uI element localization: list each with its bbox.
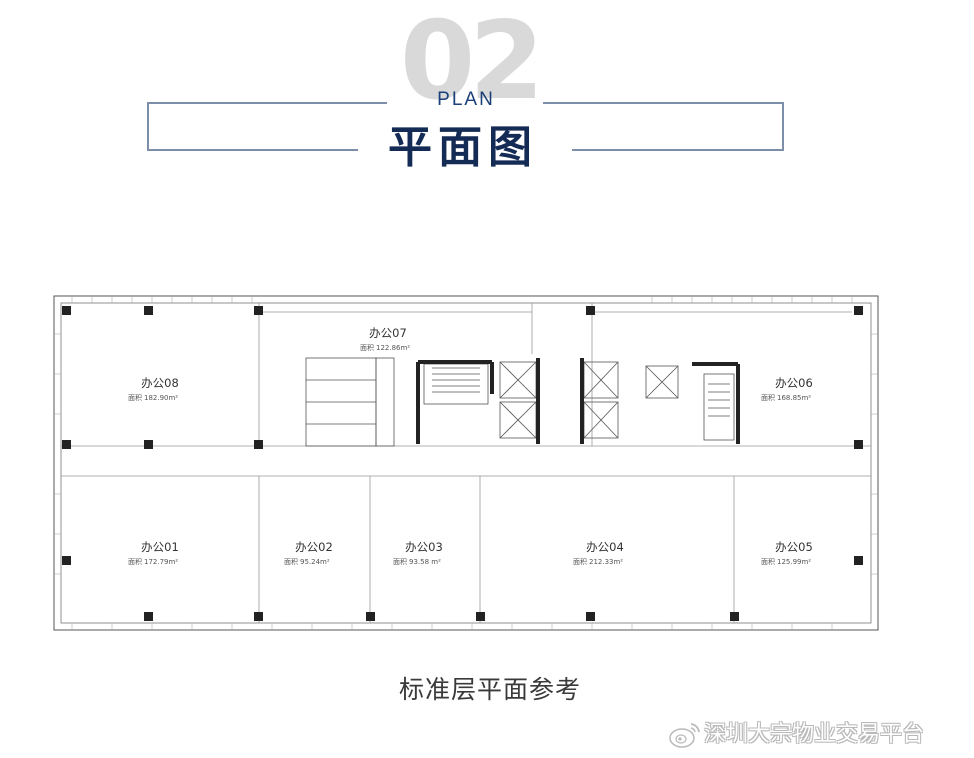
frame-top-left: [147, 102, 387, 104]
outer-wall: [53, 295, 879, 631]
frame-right: [782, 102, 784, 150]
room-02-area: 95.24m²: [300, 558, 330, 566]
partitions: [258, 303, 852, 623]
room-08-area-prefix: 面积: [128, 393, 142, 402]
room-08-area: 182.90m²: [144, 394, 178, 402]
frame-top-right: [543, 102, 783, 104]
room-02-name: 办公02: [295, 540, 333, 554]
room-04-area: 212.33m²: [589, 558, 623, 566]
room-02-area-prefix: 面积: [284, 557, 298, 566]
room-04-name: 办公04: [586, 540, 624, 554]
room-06-area: 168.85m²: [777, 394, 811, 402]
inner-wall: [60, 302, 872, 624]
core-walls: [416, 358, 740, 444]
room-03-area: 93.58 m²: [409, 558, 441, 566]
room-01-area-prefix: 面积: [128, 557, 142, 566]
columns: [62, 306, 863, 621]
plan-caption: 标准层平面参考: [398, 675, 581, 704]
room-06-name: 办公06: [775, 376, 813, 390]
facade-ticks: [54, 296, 878, 630]
room-07-area-prefix: 面积: [360, 343, 374, 352]
watermark-text: 深圳大宗物业交易平台: [704, 722, 925, 747]
room-05-area-prefix: 面积: [761, 557, 775, 566]
room-07-area: 122.86m²: [376, 344, 410, 352]
room-03-area-prefix: 面积: [393, 557, 407, 566]
watermark: 深圳大宗物业交易平台: [668, 716, 968, 752]
page-title: 平面图: [388, 122, 538, 173]
room-01-area: 172.79m²: [144, 558, 178, 566]
plan-label: PLAN: [437, 89, 495, 110]
room-01-name: 办公01: [141, 540, 179, 554]
core: [305, 357, 735, 447]
corridor: [61, 445, 871, 477]
room-08-name: 办公08: [141, 376, 179, 390]
section-number: 02: [400, 0, 544, 124]
room-04-area-prefix: 面积: [573, 557, 587, 566]
room-07-name: 办公07: [369, 326, 407, 340]
floor-plan: 办公08 面积 182.90m² 办公07 面积 122.86m² 办公06 面…: [52, 294, 880, 632]
room-05-area: 125.99m²: [777, 558, 811, 566]
room-03-name: 办公03: [405, 540, 443, 554]
frame-left: [147, 102, 149, 150]
frame-bottom-right: [572, 149, 784, 151]
room-05-name: 办公05: [775, 540, 813, 554]
frame-bottom-left: [147, 149, 358, 151]
room-06-area-prefix: 面积: [761, 393, 775, 402]
weibo-icon: [668, 718, 702, 750]
